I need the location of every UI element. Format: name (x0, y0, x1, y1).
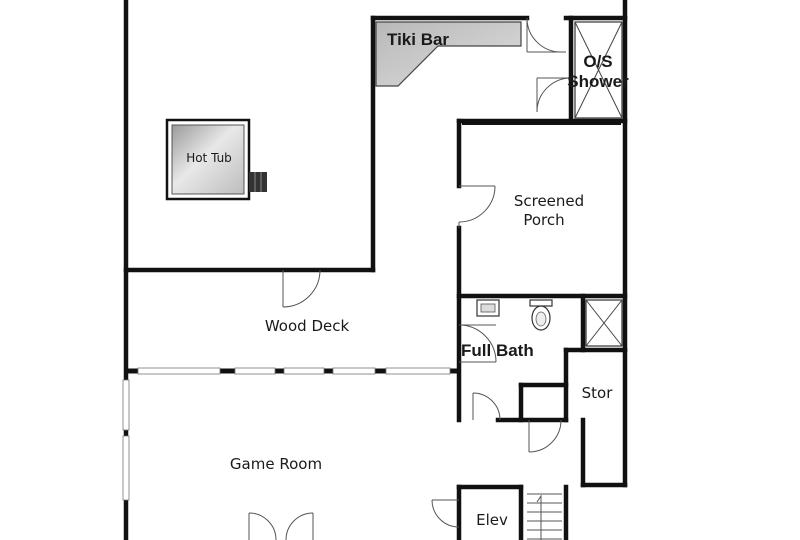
sink (476, 299, 500, 317)
os-shower-label-line1: O/S (583, 52, 613, 71)
doors (248, 17, 572, 540)
exterior-walls (123, 0, 628, 540)
tiki-bar-label: Tiki Bar (387, 30, 450, 49)
os-shower-label-line2: Shower (567, 72, 629, 91)
bath-shower (585, 299, 623, 347)
stor-label: Stor (581, 384, 613, 402)
full-bath-label: Full Bath (461, 341, 534, 360)
shower-stall (574, 21, 623, 119)
stairs (527, 493, 562, 540)
wood-deck-label: Wood Deck (264, 317, 350, 335)
game-room-label: Game Room (229, 455, 323, 473)
screened-porch-label-line1: Screened (513, 192, 585, 210)
hot-tub (165, 118, 267, 201)
hot-tub-label: Hot Tub (186, 151, 232, 165)
screened-porch-label-line2: Porch (523, 211, 565, 229)
elev-label: Elev (476, 511, 508, 529)
window-wall (122, 367, 459, 501)
tiki-bar-counter (375, 21, 522, 87)
toilet (529, 299, 553, 331)
